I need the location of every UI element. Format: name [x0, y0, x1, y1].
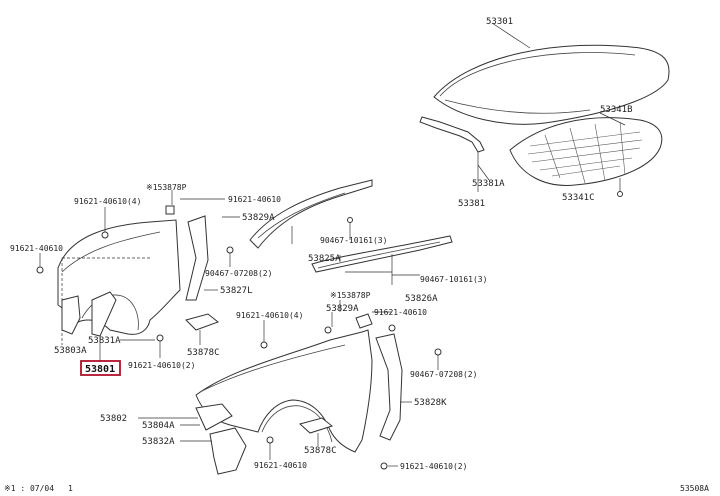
rh-spacer[interactable] — [355, 313, 373, 329]
rh-clip-b-icon — [434, 348, 442, 356]
footer-note: ※1 : 07/04 — [4, 484, 54, 493]
lh-clip-icon — [226, 246, 234, 254]
rh-fender-panel[interactable] — [195, 329, 373, 453]
label-lh-bolt-left-a[interactable]: 91621-40610(4) — [74, 197, 141, 206]
label-rh-weather-b[interactable]: 53826A — [405, 294, 438, 304]
rh-bolt-top-icon — [260, 341, 268, 349]
label-rh-bolt-bottom[interactable]: 91621-40610 — [254, 461, 307, 470]
label-rh-fender[interactable]: 53802 — [100, 414, 127, 424]
label-rh-spacer[interactable]: 53829A — [326, 304, 359, 314]
label-rh-clip-mid[interactable]: 90467-10161(3) — [420, 275, 487, 284]
label-lh-fender[interactable]: 53801 — [85, 364, 115, 375]
label-hood-insulator[interactable]: 53341B — [600, 105, 633, 115]
label-lh-bolt-bottom[interactable]: 91621-40610(2) — [128, 361, 195, 370]
label-lh-seal[interactable]: 53803A — [54, 346, 87, 356]
lh-clip-note-icon — [165, 205, 175, 215]
label-lh-bolt-top[interactable]: 91621-40610 — [228, 195, 281, 204]
label-rh-bolt-bottom2[interactable]: 91621-40610(2) — [400, 462, 467, 471]
label-rh-bracket[interactable]: 53828K — [414, 398, 447, 408]
label-lh-clip-note[interactable]: ※153878P — [146, 183, 187, 192]
hood-seal-strip[interactable] — [419, 116, 485, 153]
label-rh-weather-a[interactable]: 53825A — [308, 254, 341, 264]
lh-bolt-top-icon — [101, 231, 109, 239]
label-lh-liner[interactable]: 53831A — [88, 336, 121, 346]
lead-hood-insulator — [599, 112, 626, 126]
rh-bolt-bottom-icon — [266, 436, 274, 444]
hood-panel[interactable] — [433, 44, 670, 125]
label-hood-seal-a[interactable]: 53381A — [472, 179, 505, 189]
insulator-clip-icon — [617, 191, 623, 197]
rh-bracket[interactable] — [375, 333, 403, 441]
lh-seal[interactable] — [61, 295, 81, 335]
rh-bolt-mid-icon — [388, 324, 396, 332]
lh-bolt-icon — [156, 334, 164, 342]
rh-cushion[interactable] — [298, 417, 334, 434]
label-rh-clip-note[interactable]: ※153878P — [330, 291, 371, 300]
label-lh-clip-a[interactable]: 90467-07208(2) — [205, 269, 272, 278]
rh-clip-top-icon — [347, 217, 353, 223]
label-lh-bolt-left-b[interactable]: 91621-40610 — [10, 244, 63, 253]
label-lh-spacer[interactable]: 53829A — [242, 213, 275, 223]
label-rh-liner[interactable]: 53832A — [142, 437, 175, 447]
lead-hood — [491, 22, 531, 49]
label-rh-cushion[interactable]: 53878C — [304, 446, 337, 456]
label-rh-clip-top[interactable]: 90467-10161(3) — [320, 236, 387, 245]
footer-mark: 1 — [68, 484, 73, 493]
label-insulator-clip[interactable]: 53341C — [562, 193, 595, 203]
rh-liner[interactable] — [209, 427, 247, 475]
label-hood-seal[interactable]: 53381 — [458, 199, 485, 209]
lh-bolt-left-icon — [36, 266, 44, 274]
label-lh-bracket[interactable]: 53827L — [220, 286, 253, 296]
label-rh-clip-b[interactable]: 90467-07208(2) — [410, 370, 477, 379]
label-rh-seal[interactable]: 53804A — [142, 421, 175, 431]
label-hood[interactable]: 53301 — [486, 17, 513, 27]
lh-bracket[interactable] — [185, 215, 209, 301]
lead-hood-seal-a — [477, 164, 490, 181]
rh-weatherstrip-b[interactable] — [311, 235, 453, 273]
rh-spacer-icon — [324, 326, 332, 334]
lh-liner[interactable] — [91, 291, 117, 337]
label-lh-cushion[interactable]: 53878C — [187, 348, 220, 358]
rh-weatherstrip-a[interactable] — [249, 179, 373, 249]
lh-fender-highlight-box[interactable] — [80, 360, 121, 376]
rh-seal[interactable] — [195, 403, 233, 431]
rh-bolt-bottom2-icon — [380, 462, 388, 470]
hood-insulator[interactable] — [509, 117, 663, 186]
lh-cushion[interactable] — [185, 313, 220, 331]
label-rh-bolt-mid[interactable]: 91621-40610 — [374, 308, 427, 317]
label-rh-bolt-top[interactable]: 91621-40610(4) — [236, 311, 303, 320]
footer-diagram-id: 53508A — [680, 484, 709, 493]
